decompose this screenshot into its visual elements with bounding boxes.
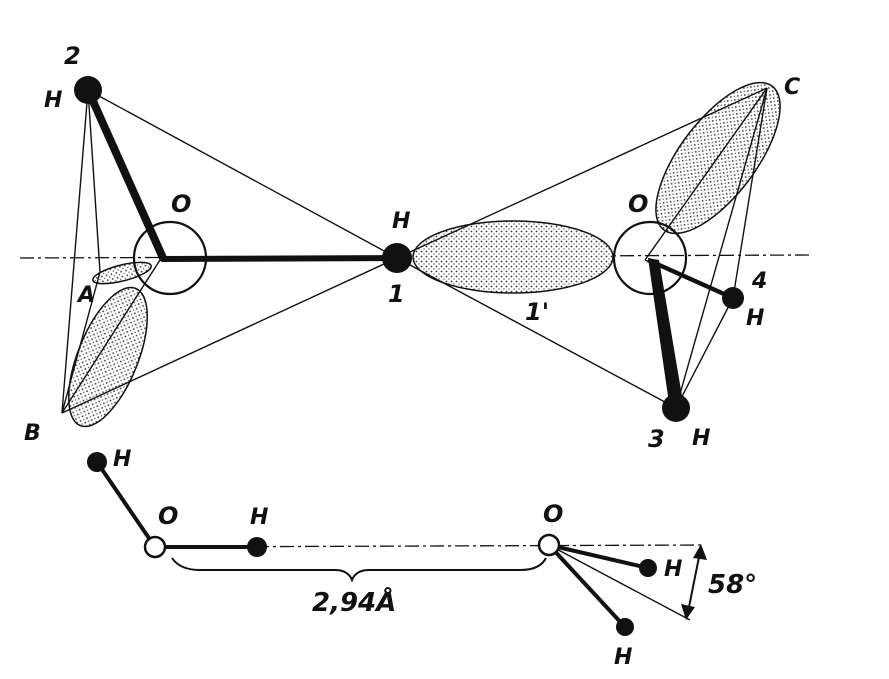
label-num-2: 2 bbox=[64, 42, 81, 70]
label-o-right: O bbox=[628, 190, 648, 218]
angle-label: 58° bbox=[708, 570, 757, 600]
bottom-o-left bbox=[143, 535, 167, 559]
hydrogen-atom-1 bbox=[382, 243, 412, 273]
label-h-2: H bbox=[44, 88, 62, 113]
angle-arrowhead-up bbox=[693, 544, 707, 560]
label-h-3: H bbox=[692, 426, 710, 451]
lone-pair-orbital-a bbox=[92, 261, 152, 285]
lone-pair-orbital-b bbox=[67, 286, 149, 428]
bond-o-h2 bbox=[84, 86, 167, 262]
bottom-label-o-left: O bbox=[158, 502, 178, 530]
bottom-label-o-right: O bbox=[543, 500, 563, 528]
bottom-h-right-lower bbox=[616, 618, 634, 636]
bottom-label-h-right-upper: H bbox=[664, 557, 682, 582]
label-h-4: H bbox=[746, 306, 764, 331]
angle-arrowhead-down bbox=[681, 604, 695, 620]
bond-o-h4 bbox=[647, 257, 734, 301]
label-lone-pair-c: C bbox=[784, 75, 800, 100]
framework-lines bbox=[61, 87, 768, 414]
label-num-1: 1 bbox=[388, 280, 405, 308]
bottom-label-h-right-lower: H bbox=[614, 645, 632, 670]
hydrogen-atom-4 bbox=[722, 287, 744, 309]
bottom-label-h-left: H bbox=[113, 447, 131, 472]
label-1-prime: 1' bbox=[525, 298, 549, 326]
bottom-label-h-mid: H bbox=[250, 505, 268, 530]
bottom-h-right-upper bbox=[639, 559, 657, 577]
label-h-center: H bbox=[392, 209, 410, 234]
bottom-o-right bbox=[537, 533, 561, 557]
label-lone-pair-b: B bbox=[24, 421, 41, 446]
distance-brace bbox=[171, 557, 547, 583]
bottom-schematic bbox=[87, 452, 707, 636]
hydrogen-bond-o-h1 bbox=[162, 255, 398, 262]
label-num-3: 3 bbox=[648, 425, 665, 453]
bond-o-h3 bbox=[648, 258, 684, 410]
label-lone-pair-a: A bbox=[76, 283, 95, 308]
label-o-left: O bbox=[171, 190, 191, 218]
hydrogen-atom-2 bbox=[74, 76, 102, 104]
angle-arrow-line bbox=[687, 551, 701, 613]
label-num-4: 4 bbox=[751, 269, 767, 294]
hydrogen-atom-3 bbox=[662, 394, 690, 422]
bottom-h-mid bbox=[247, 537, 267, 557]
bottom-h-left bbox=[87, 452, 107, 472]
oxygen-atom-right bbox=[612, 220, 688, 296]
distance-label: 2,94Å bbox=[312, 586, 396, 618]
